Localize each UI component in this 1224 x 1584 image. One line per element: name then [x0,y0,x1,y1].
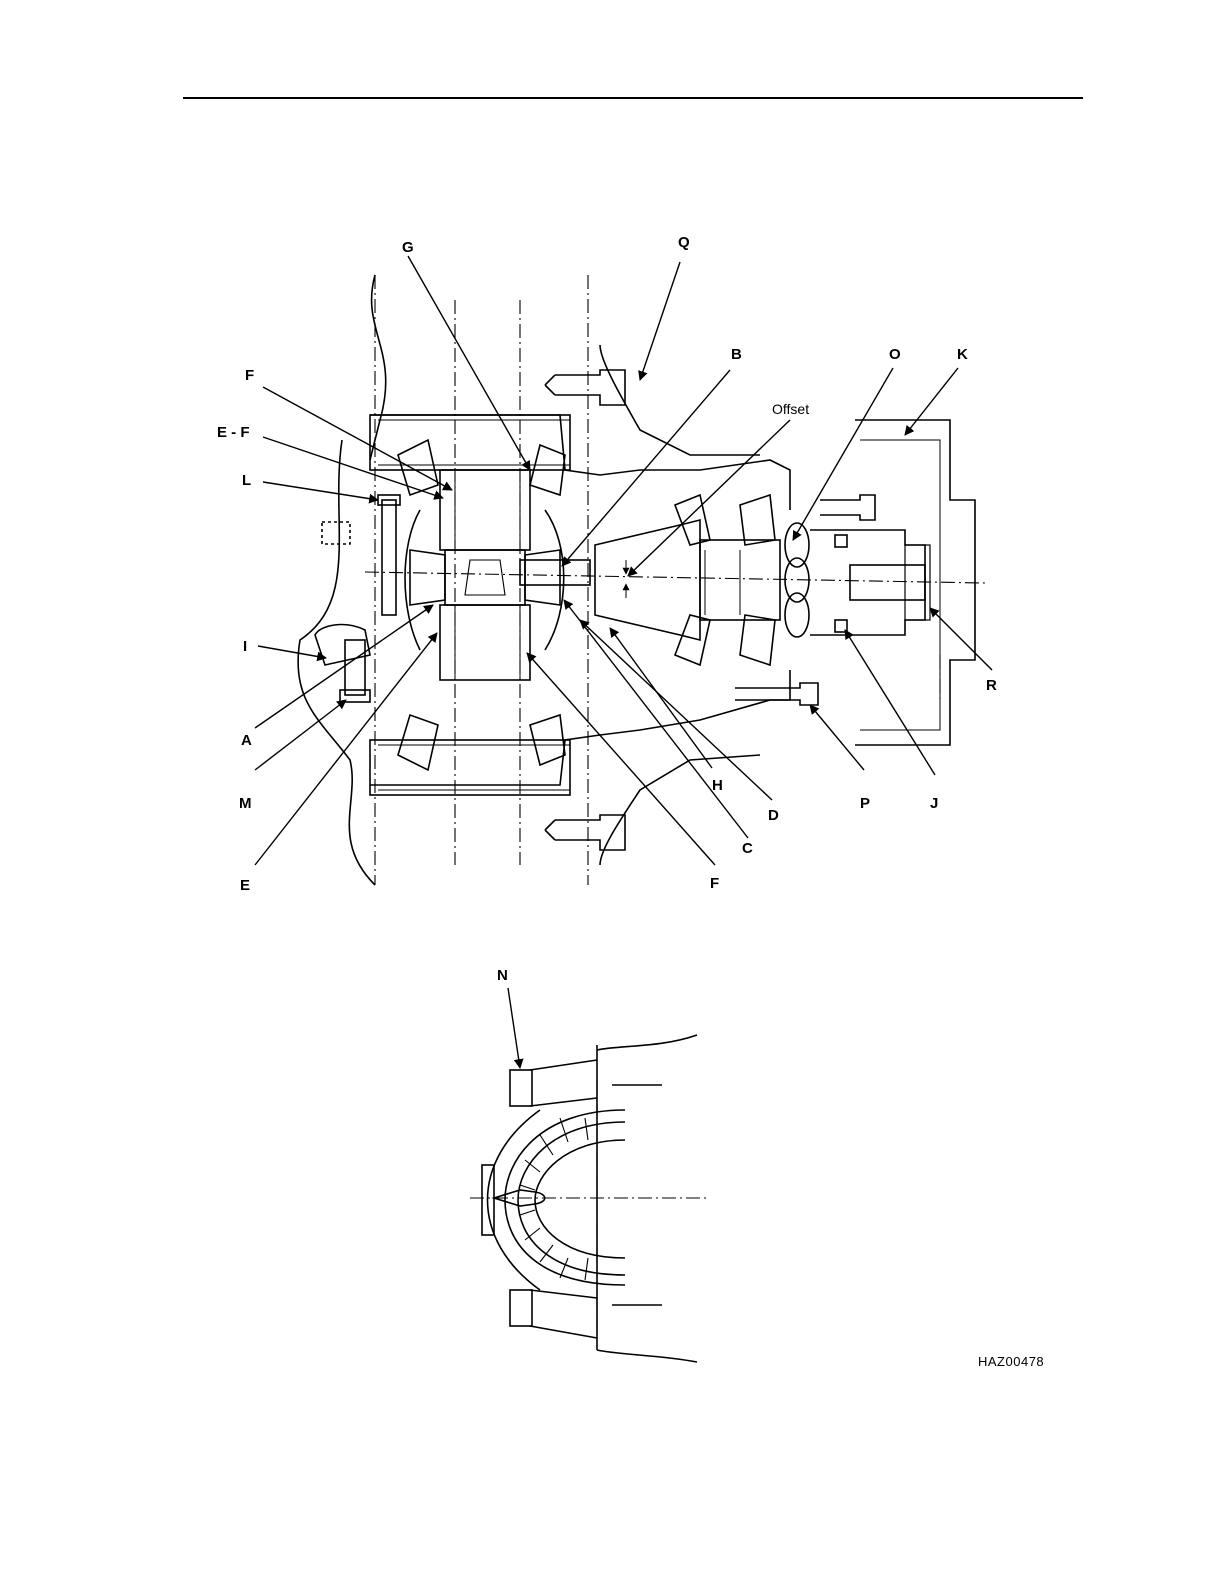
offset-label: Offset [772,401,809,417]
callout-h: H [712,777,723,794]
callout-e: E [240,877,250,894]
callout-a: A [241,732,252,749]
callout-q: Q [678,234,690,251]
callout-c: C [742,840,753,857]
callout-r: R [986,677,997,694]
lower-detail-view [470,1035,710,1362]
callout-f-top: F [245,367,254,384]
callout-labels: G Q B O K F Offset E - F L I R A H P J M… [217,234,1044,1369]
figure-code: HAZ00478 [978,1354,1044,1369]
callout-n: N [497,967,508,984]
callout-f-bottom: F [710,875,719,892]
callout-b: B [731,346,742,363]
callout-o: O [889,346,901,363]
callout-m: M [239,795,252,812]
callout-j: J [930,795,938,812]
callout-i: I [243,638,247,655]
callout-l: L [242,472,251,489]
callout-leaders-lower [508,988,520,1068]
callout-k: K [957,346,968,363]
callout-g: G [402,239,414,256]
callout-leaders [255,256,992,865]
callout-d: D [768,807,779,824]
main-section-view [298,275,985,885]
callout-e-f: E - F [217,424,250,441]
callout-p: P [860,795,870,812]
